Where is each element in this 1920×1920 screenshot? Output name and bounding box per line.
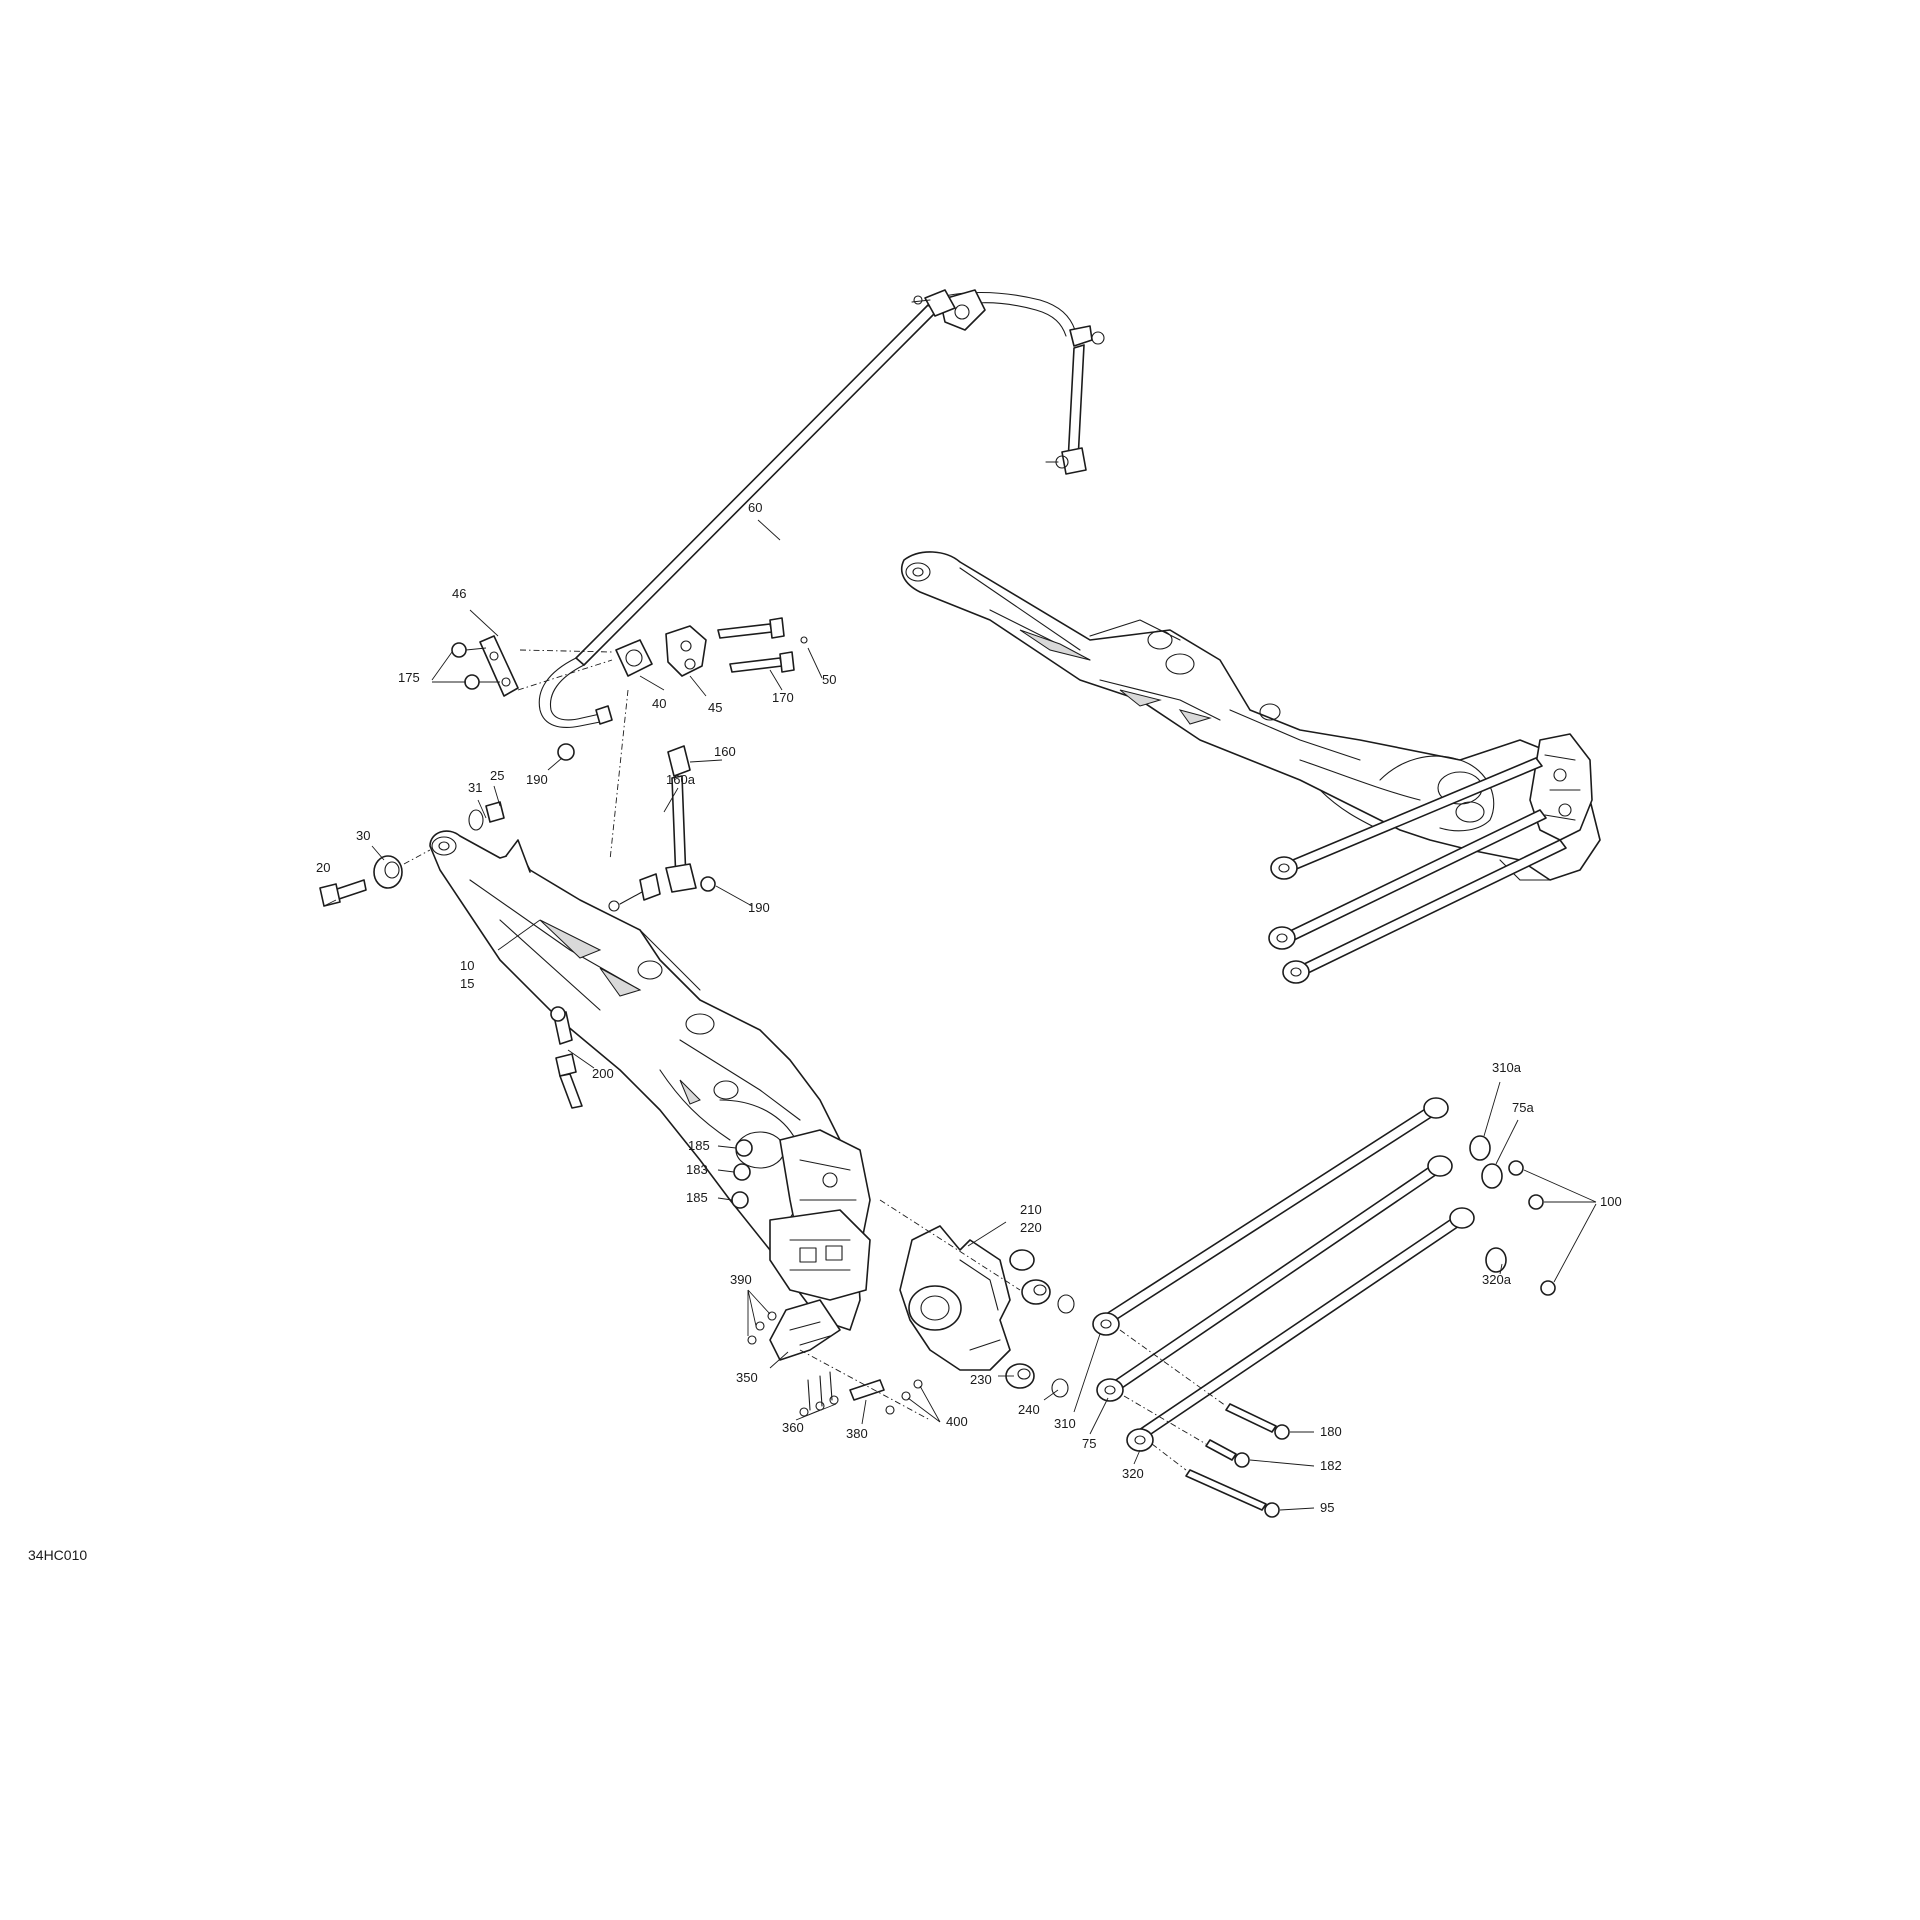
trailing-arm-near xyxy=(429,830,871,1331)
callout-20: 20 xyxy=(316,860,330,875)
sway-bar-bushing-bracket xyxy=(451,617,808,861)
reference-code: 34HC010 xyxy=(28,1547,87,1563)
front-end-link xyxy=(608,745,716,912)
callout-95: 95 xyxy=(1320,1500,1334,1515)
callout-30: 30 xyxy=(356,828,370,843)
callout-200: 200 xyxy=(592,1066,614,1081)
far-control-rods xyxy=(1268,757,1567,984)
callout-380: 380 xyxy=(846,1426,868,1441)
callout-160: 160 xyxy=(714,744,736,759)
callout-190-lower: 190 xyxy=(748,900,770,915)
callout-31: 31 xyxy=(468,780,482,795)
callout-10: 10 xyxy=(460,958,474,973)
bolt-200 xyxy=(550,1006,573,1045)
callout-60: 60 xyxy=(748,500,762,515)
knuckle xyxy=(879,1199,1021,1371)
mount-bracket xyxy=(747,1299,931,1421)
callout-45: 45 xyxy=(708,700,722,715)
callout-170: 170 xyxy=(772,690,794,705)
callout-185-lower: 185 xyxy=(686,1190,708,1205)
callout-190-upper: 190 xyxy=(526,772,548,787)
callout-75: 75 xyxy=(1082,1436,1096,1451)
callout-230: 230 xyxy=(970,1372,992,1387)
knuckle-bushings xyxy=(1005,1249,1075,1398)
callout-183: 183 xyxy=(686,1162,708,1177)
sway-bar xyxy=(538,289,1076,728)
callout-350: 350 xyxy=(736,1370,758,1385)
callout-360: 360 xyxy=(782,1420,804,1435)
near-control-rods xyxy=(1092,1097,1475,1452)
sway-bar-end-link-far xyxy=(1045,325,1105,475)
callout-40: 40 xyxy=(652,696,666,711)
callout-25: 25 xyxy=(490,768,504,783)
long-bolts xyxy=(1119,1329,1290,1518)
arm-pivot-parts xyxy=(319,801,583,1109)
callout-210: 210 xyxy=(1020,1202,1042,1217)
callout-labels: 60 46 175 40 45 170 50 190 160 160a 190 … xyxy=(316,500,1622,1515)
callout-15: 15 xyxy=(460,976,474,991)
callout-182: 182 xyxy=(1320,1458,1342,1473)
callout-220: 220 xyxy=(1020,1220,1042,1235)
callout-175: 175 xyxy=(398,670,420,685)
callout-320: 320 xyxy=(1122,1466,1144,1481)
callout-310: 310 xyxy=(1054,1416,1076,1431)
callout-160a: 160a xyxy=(666,772,696,787)
callout-50: 50 xyxy=(822,672,836,687)
leader-lines xyxy=(323,519,1597,1511)
callout-320a: 320a xyxy=(1482,1272,1512,1287)
callout-100: 100 xyxy=(1600,1194,1622,1209)
callout-185-upper: 185 xyxy=(688,1138,710,1153)
callout-390: 390 xyxy=(730,1272,752,1287)
rod-end-bushings xyxy=(1469,1135,1556,1296)
callout-310a: 310a xyxy=(1492,1060,1522,1075)
callout-400: 400 xyxy=(946,1414,968,1429)
nuts-185-183 xyxy=(731,1139,753,1209)
callout-180: 180 xyxy=(1320,1424,1342,1439)
callout-46: 46 xyxy=(452,586,466,601)
callout-75a: 75a xyxy=(1512,1100,1534,1115)
callout-240: 240 xyxy=(1018,1402,1040,1417)
